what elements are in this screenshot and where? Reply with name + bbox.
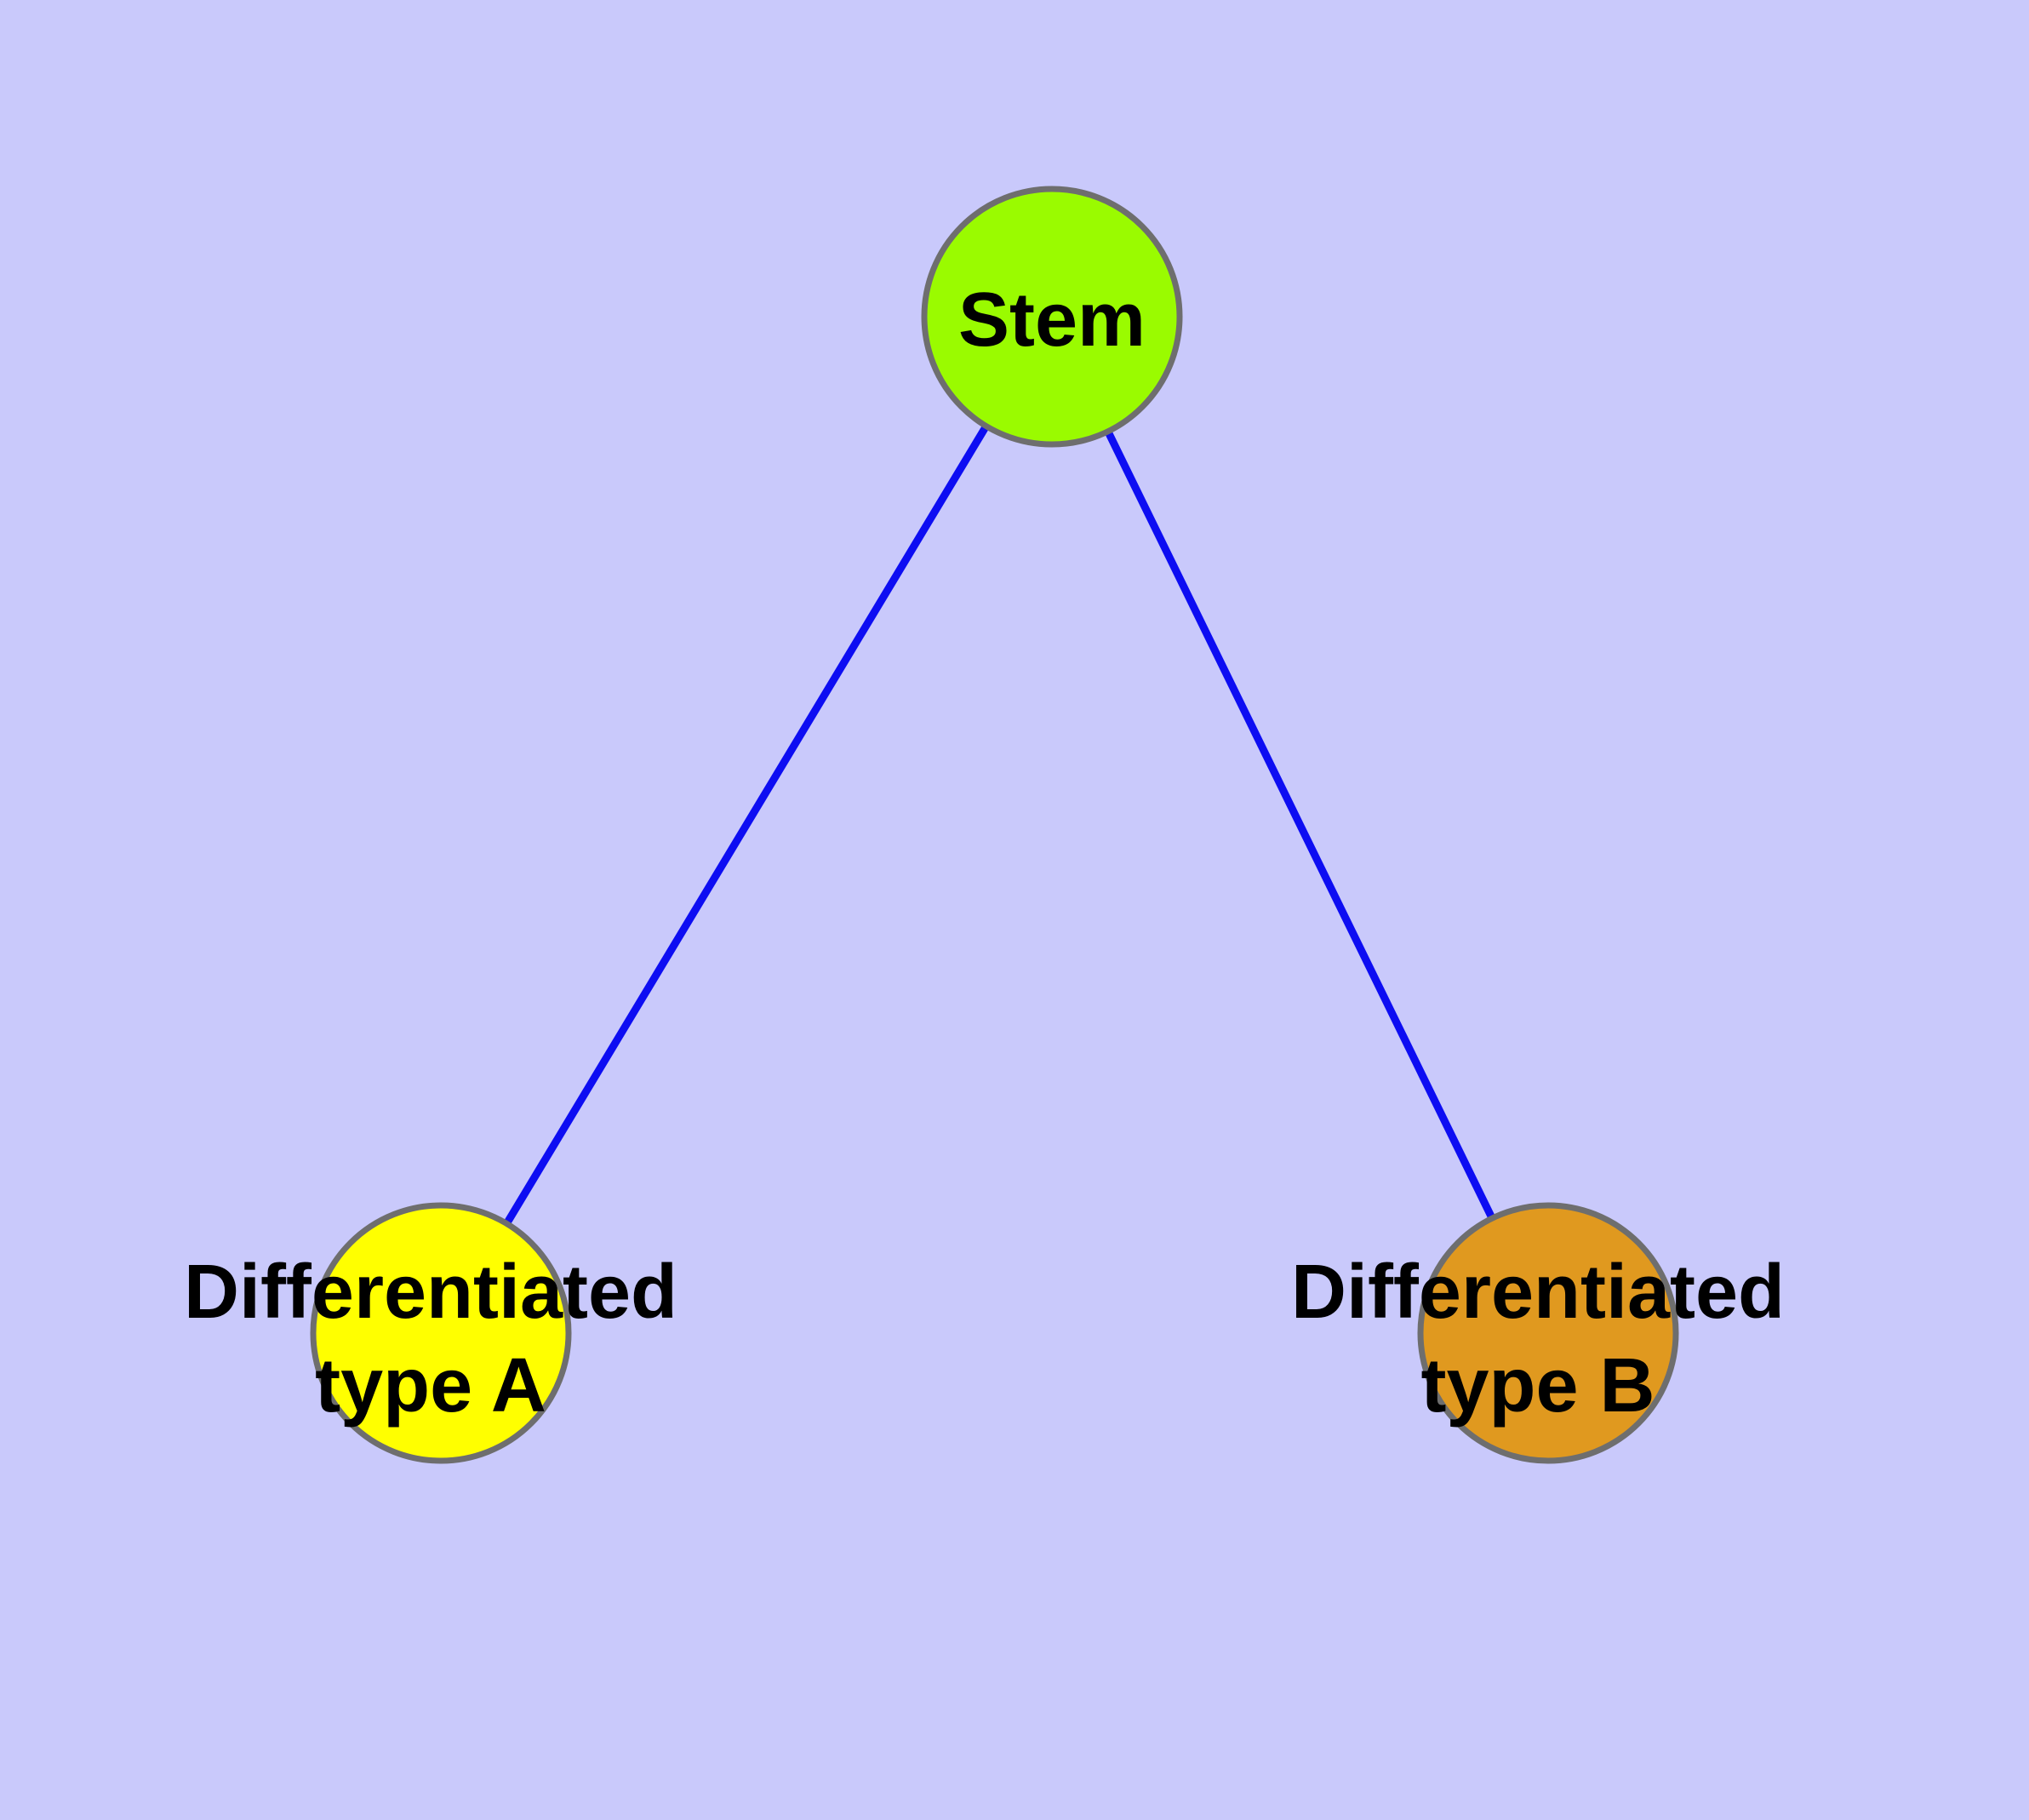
node-type-a-label-line2: type A <box>315 1343 546 1428</box>
edge-stem-to-type-b <box>1048 315 1552 1335</box>
node-type-b-label-line1: Differentiated <box>1291 1250 1785 1335</box>
node-type-a[interactable]: Differentiated type A <box>184 1202 677 1464</box>
edge-stem-to-type-a <box>437 314 1055 1336</box>
node-type-b-label-line2: type B <box>1420 1343 1655 1428</box>
node-type-b[interactable]: Differentiated type B <box>1291 1202 1785 1464</box>
node-type-a-label-line1: Differentiated <box>184 1250 677 1335</box>
node-stem-circle[interactable] <box>921 186 1183 448</box>
node-type-a-circle[interactable] <box>310 1202 572 1464</box>
node-stem[interactable]: Stem <box>921 186 1183 448</box>
node-stem-label: Stem <box>958 278 1146 363</box>
node-type-b-circle[interactable] <box>1417 1202 1679 1464</box>
